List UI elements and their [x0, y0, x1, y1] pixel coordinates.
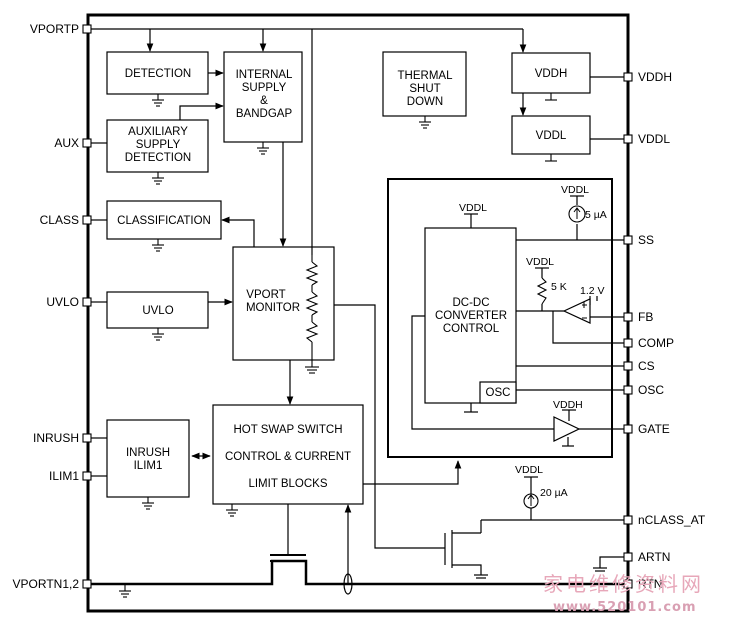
pin-label-vddl: VDDL — [638, 132, 670, 146]
pin-label-cs: CS — [638, 359, 655, 373]
vddh-block-label: VDDH — [535, 68, 568, 80]
pin-artn — [623, 552, 633, 562]
ground-symbols — [119, 93, 557, 598]
pin-vddl — [623, 134, 633, 144]
current-20ua-label: 20 µA — [540, 487, 568, 499]
pin-label-nclass-at: nCLASS_AT — [638, 513, 706, 527]
aux-detection-line2: SUPPLY — [136, 139, 181, 151]
pin-label-aux: AUX — [54, 136, 79, 150]
pin-label-artn: ARTN — [638, 550, 670, 564]
inrush-line2: ILIM1 — [134, 460, 163, 472]
pin-gate — [623, 424, 633, 434]
vddl-fb-label: VDDL — [526, 256, 554, 268]
watermark-url: www.520101.com — [553, 600, 697, 615]
pin-label-vportp: VPORTP — [30, 22, 79, 36]
thermal-line3: DOWN — [407, 96, 443, 108]
pin-label-vddh: VDDH — [638, 70, 672, 84]
vddl-regulator-block — [511, 115, 591, 155]
dcdc-region — [387, 178, 613, 458]
pin-label-rtn: RTN — [638, 577, 662, 591]
pin-inrush — [82, 433, 92, 443]
dcdc-control-block — [424, 227, 517, 404]
pin-label-inrush: INRUSH — [33, 431, 79, 445]
hot-swap-line3: LIMIT BLOCKS — [248, 478, 327, 490]
classification-label: CLASSIFICATION — [117, 215, 211, 227]
pin-uvlo — [82, 297, 92, 307]
vddl-dcdc-label: VDDL — [459, 202, 487, 214]
vddl-block-label: VDDL — [536, 130, 567, 142]
pin-label-ilim1: ILIM1 — [49, 469, 79, 483]
vport-monitor-line2: MONITOR — [246, 302, 300, 314]
pin-label-gate: GATE — [638, 422, 670, 436]
aux-detection-line1: AUXILIARY — [128, 126, 188, 138]
vddh-regulator-block — [511, 52, 591, 94]
vddh-gate-label: VDDH — [553, 399, 583, 411]
gate-driver — [553, 416, 581, 442]
uvlo-block-label: UVLO — [142, 305, 173, 317]
pin-fb — [623, 312, 633, 322]
detection-label: DETECTION — [125, 68, 191, 80]
dcdc-line2: CONVERTER — [435, 310, 507, 322]
osc-block-label: OSC — [486, 387, 511, 399]
resistors — [305, 255, 548, 374]
dcdc-line1: DC-DC — [452, 297, 489, 309]
inrush-line1: INRUSH — [126, 447, 170, 459]
vddl-ss-label: VDDL — [561, 184, 589, 196]
osc-block — [479, 381, 517, 404]
resistor-5k-label: 5 K — [551, 281, 567, 293]
watermark-cn: 家电维修资料网 — [543, 572, 704, 596]
wires — [91, 28, 624, 595]
pin-vportn — [82, 579, 92, 589]
thermal-line2: SHUT — [409, 83, 440, 95]
hot-swap-line1: HOT SWAP SWITCH — [233, 424, 342, 436]
vddl-nclass-label: VDDL — [515, 464, 543, 476]
pin-osc — [623, 385, 633, 395]
classification-block — [106, 200, 222, 240]
detection-block — [106, 51, 209, 95]
pin-cs — [623, 361, 633, 371]
vport-monitor-line1: VPORT — [246, 289, 285, 301]
current-5ua-label: 5 µA — [585, 209, 607, 221]
pin-nclass-at — [623, 515, 633, 525]
pin-comp — [623, 338, 633, 348]
pin-label-vportn: VPORTN1,2 — [13, 577, 80, 591]
pin-ilim1 — [82, 471, 92, 481]
internal-supply-line1: INTERNAL — [236, 69, 293, 81]
pin-label-osc: OSC — [638, 383, 664, 397]
dcdc-line3: CONTROL — [443, 323, 500, 335]
thermal-line1: THERMAL — [398, 70, 454, 82]
hot-swap-block — [212, 404, 364, 505]
aux-detection-block — [106, 119, 209, 173]
internal-supply-line2: SUPPLY — [242, 82, 287, 94]
pin-ss — [623, 235, 633, 245]
ref-1v2-label: 1.2 V — [580, 285, 605, 297]
pin-label-ss: SS — [638, 233, 654, 247]
error-amplifier — [562, 298, 591, 324]
pin-vddh — [623, 72, 633, 82]
internal-supply-line4: BANDGAP — [236, 108, 293, 120]
pin-label-fb: FB — [638, 310, 653, 324]
internal-supply-line3: & — [260, 95, 268, 107]
pin-class — [82, 215, 92, 225]
pin-label-uvlo: UVLO — [46, 295, 79, 309]
hot-swap-line2: CONTROL & CURRENT — [225, 451, 351, 463]
thermal-shutdown-block — [382, 51, 467, 117]
pin-vportp — [82, 24, 92, 34]
pin-aux — [82, 138, 92, 148]
uvlo-block — [106, 291, 209, 329]
pin-label-class: CLASS — [40, 213, 79, 227]
aux-detection-line3: DETECTION — [125, 152, 191, 164]
pin-label-comp: COMP — [638, 336, 674, 350]
